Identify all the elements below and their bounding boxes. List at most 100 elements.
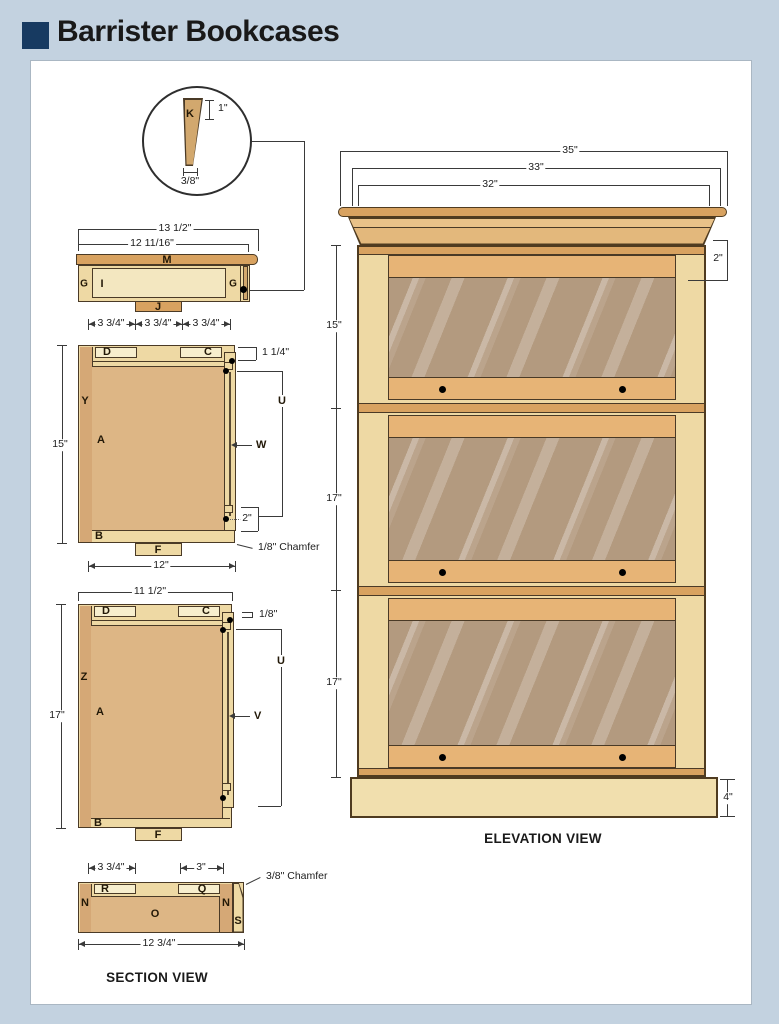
pivot-dot <box>223 516 229 522</box>
dim-label-135: 13 1/2" <box>156 222 194 235</box>
part-label-i: I <box>100 278 104 290</box>
dim-label-15: 15" <box>50 438 70 451</box>
dim-bracket <box>238 360 256 361</box>
dim-bracket <box>252 612 253 618</box>
door-knob <box>439 386 446 393</box>
dim-tick <box>248 244 249 252</box>
leader-line <box>304 141 305 290</box>
part-label-q: Q <box>197 883 207 895</box>
door-tier-2 <box>388 415 676 583</box>
dim-tick <box>331 777 341 778</box>
section-view-caption: SECTION VIEW <box>106 970 208 985</box>
part-a-panel-2 <box>91 626 223 818</box>
door-tier-1 <box>388 255 676 400</box>
door-track-groove <box>91 620 230 626</box>
dim-bracket <box>720 779 735 780</box>
dim-bracket <box>727 240 728 281</box>
part-c-notch <box>180 347 222 358</box>
door-rail-top <box>389 599 675 621</box>
part-label-a: A <box>97 434 105 446</box>
dim-label-334-base: 3 3/4" <box>95 861 127 874</box>
dim-tick <box>78 592 79 601</box>
part-f-tab <box>135 543 182 556</box>
dim-label-1234: 12 3/4" <box>140 937 178 950</box>
dim-label-3: 3" <box>194 861 208 874</box>
dim-label-tier1: 15" <box>324 319 344 332</box>
elevation-view-caption: ELEVATION VIEW <box>484 831 602 846</box>
dim-tick <box>135 863 136 874</box>
leader-dot <box>240 286 247 293</box>
dim-tick <box>205 100 214 101</box>
glass-section-line <box>229 372 231 516</box>
leader-line <box>246 290 304 291</box>
part-label-k: K <box>186 108 194 120</box>
part-label-r: R <box>101 883 109 895</box>
part-label-a2: A <box>96 706 104 718</box>
dim-label-12: 12" <box>151 559 171 572</box>
part-label-j: J <box>154 301 162 313</box>
door-rail-bottom <box>389 745 675 767</box>
part-label-d2: D <box>102 605 110 617</box>
dim-tick <box>235 561 236 572</box>
dim-bracket <box>241 507 258 508</box>
part-label-c2: C <box>202 605 210 617</box>
door-rail-bottom <box>389 560 675 582</box>
body-top-band <box>359 247 704 255</box>
leader-line <box>236 445 252 446</box>
dim-bracket <box>282 371 283 517</box>
part-label-d: D <box>103 346 111 358</box>
dim-tick <box>358 185 359 206</box>
part-label-b2: B <box>94 817 102 829</box>
dim-line <box>358 185 709 186</box>
dim-bracket <box>256 347 257 360</box>
door-glass <box>389 438 675 560</box>
part-label-u2: U <box>275 655 287 667</box>
door-rail-bottom <box>389 377 675 399</box>
dim-bracket <box>258 507 259 531</box>
arrow-icon <box>89 563 95 569</box>
arrow-icon <box>181 865 187 871</box>
dim-line <box>336 245 337 777</box>
dim-tick <box>88 561 89 572</box>
note-chamfer-38: 3/8" Chamfer <box>266 870 328 883</box>
door-tier-3 <box>388 598 676 768</box>
dim-label-32: 32" <box>480 178 500 191</box>
dim-label-1in: 1" <box>218 102 228 115</box>
dim-label-18: 1/8" <box>259 608 278 621</box>
dim-bracket <box>242 612 252 613</box>
leader-line <box>248 141 304 142</box>
dim-tick <box>244 939 245 950</box>
pivot-dot <box>220 627 226 633</box>
door-knob <box>619 386 626 393</box>
dim-label-tier2: 17" <box>324 492 344 505</box>
dim-tick <box>331 408 341 409</box>
part-j-tab <box>135 301 182 312</box>
tier-divider <box>359 586 704 596</box>
dim-tick <box>331 245 341 246</box>
dim-tick <box>709 185 710 206</box>
arrow-icon <box>89 321 95 327</box>
dim-label-1112: 11 1/2" <box>131 585 169 598</box>
dim-tick <box>352 168 353 206</box>
dim-line <box>340 151 727 152</box>
arrow-icon <box>224 321 230 327</box>
part-label-c: C <box>204 346 212 358</box>
dim-label-tier3: 17" <box>324 676 344 689</box>
part-label-v: V <box>254 710 262 722</box>
part-b-strip-2 <box>91 818 230 827</box>
dim-label-334c: 3 3/4" <box>190 317 222 330</box>
door-knob <box>439 754 446 761</box>
dim-tick <box>340 151 341 206</box>
body-bottom-band <box>359 768 704 775</box>
part-label-o: O <box>150 908 160 920</box>
part-o-panel <box>91 896 220 932</box>
dim-tick <box>56 828 66 829</box>
crown-cap <box>338 207 727 217</box>
pivot-dot <box>227 617 233 623</box>
part-s-face <box>233 883 243 932</box>
arrow-icon <box>238 941 244 947</box>
arrow-icon <box>129 865 135 871</box>
pivot-dot <box>223 368 229 374</box>
dim-tick <box>88 863 89 874</box>
dim-tick <box>720 168 721 206</box>
